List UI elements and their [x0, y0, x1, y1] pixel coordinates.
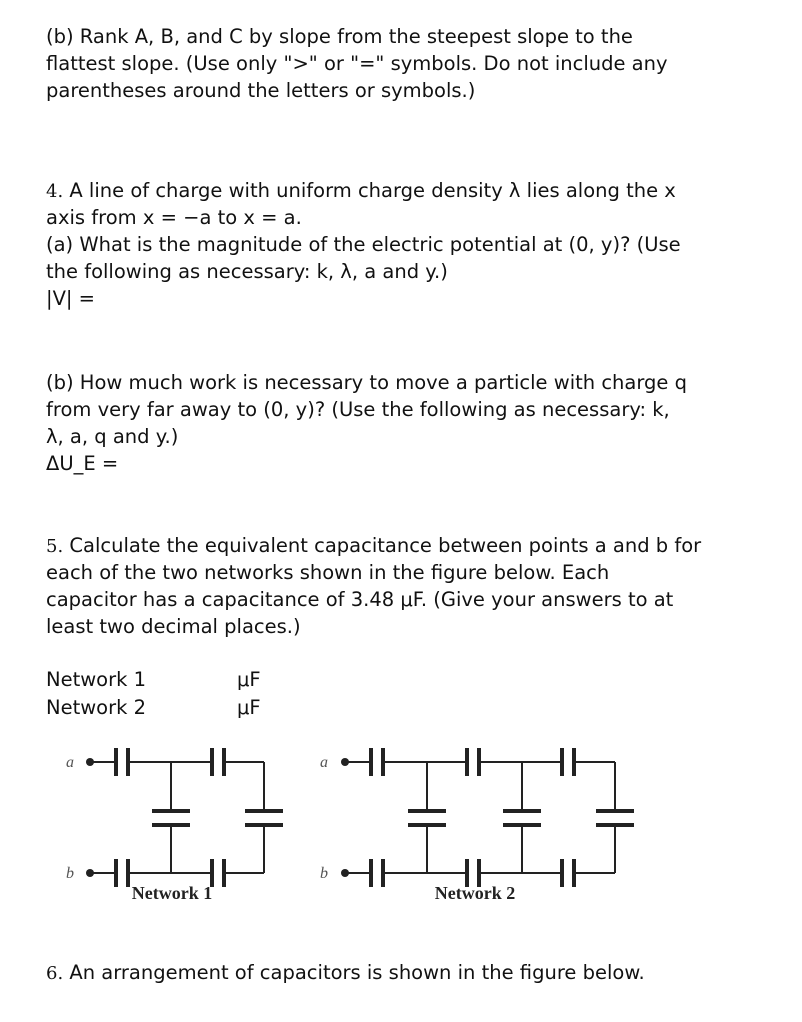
text-line: A line of charge with uniform charge den… — [69, 179, 676, 202]
text-line: (b) Rank A, B, and C by slope from the s… — [46, 25, 633, 48]
network1-answer-label: Network 1 — [46, 668, 147, 691]
network-1 — [90, 748, 283, 887]
text-line: (a) What is the magnitude of the electri… — [46, 233, 681, 256]
question-4b: (b) How much work is necessary to move a… — [46, 369, 796, 477]
network1-caption: Network 1 — [132, 883, 212, 903]
network-2 — [345, 748, 634, 887]
text-line: An arrangement of capacitors is shown in… — [69, 961, 645, 984]
work-answer-label: ΔU_E = — [46, 452, 119, 475]
text-line: λ, a, q and y.) — [46, 425, 179, 448]
terminal-a-dot — [86, 758, 94, 766]
text-line: from very far away to (0, y)? (Use the f… — [46, 398, 670, 421]
terminal-a-dot — [341, 758, 349, 766]
terminal-a-label: a — [66, 754, 74, 771]
network1-unit: μF — [237, 668, 261, 691]
text-line: axis from x = −a to x = a. — [46, 206, 302, 229]
network2-caption: Network 2 — [435, 883, 515, 903]
potential-answer-label: |V| = — [46, 287, 96, 310]
text-line: least two decimal places.) — [46, 615, 301, 638]
question-5: 5. Calculate the equivalent capacitance … — [46, 532, 796, 640]
network2-unit: μF — [237, 696, 261, 719]
text-line: (b) How much work is necessary to move a… — [46, 371, 687, 394]
text-line: each of the two networks shown in the fi… — [46, 561, 610, 584]
terminal-b-dot — [86, 869, 94, 877]
terminal-b-label: b — [66, 865, 74, 882]
question-number: 5. — [46, 536, 64, 557]
question-number: 6. — [46, 963, 64, 984]
question-3b: (b) Rank A, B, and C by slope from the s… — [46, 23, 796, 104]
text-line: parentheses around the letters or symbol… — [46, 79, 476, 102]
terminal-b-label: b — [320, 865, 328, 882]
network2-answer-label: Network 2 — [46, 696, 147, 719]
terminal-b-dot — [341, 869, 349, 877]
question-number: 4. — [46, 181, 64, 202]
question-6: 6. An arrangement of capacitors is shown… — [46, 959, 796, 986]
question-4: 4. A line of charge with uniform charge … — [46, 177, 796, 312]
text-line: capacitor has a capacitance of 3.48 μF. … — [46, 588, 674, 611]
terminal-a-label: a — [320, 754, 328, 771]
text-line: the following as necessary: k, λ, a and … — [46, 260, 448, 283]
text-line: Calculate the equivalent capacitance bet… — [69, 534, 702, 557]
text-line: flattest slope. (Use only ">" or "=" sym… — [46, 52, 668, 75]
